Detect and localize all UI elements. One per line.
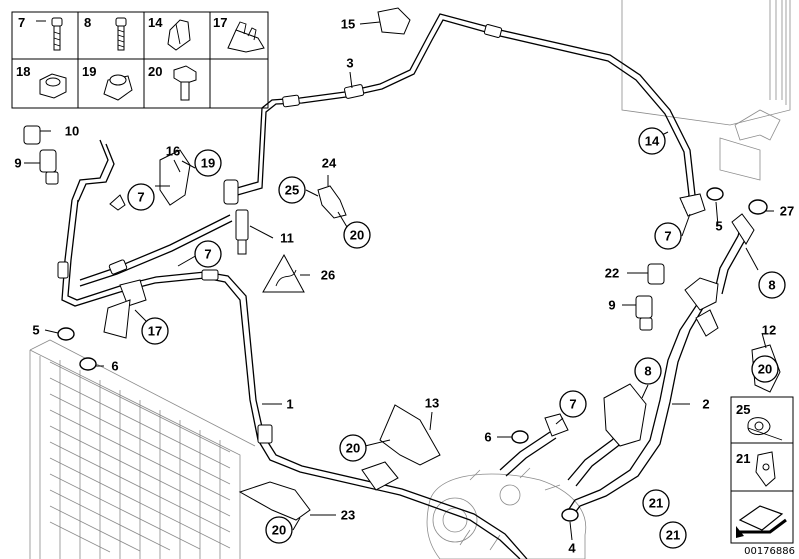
callout-23: 23 <box>341 508 355 523</box>
callout-22: 22 <box>605 266 619 281</box>
callout-5a: 5 <box>32 323 39 338</box>
plain-callouts: 9 10 16 24 11 26 5 6 1 15 3 5 27 12 9 22… <box>14 17 794 556</box>
callout-15: 15 <box>341 17 355 32</box>
clip-17-icon <box>227 21 265 53</box>
legend-label-21: 21 <box>736 451 750 466</box>
callout-3: 3 <box>346 56 353 71</box>
callout-11: 11 <box>280 231 294 246</box>
callout-9b: 9 <box>608 298 615 313</box>
callout-9a: 9 <box>14 156 21 171</box>
callout-17: 17 <box>148 324 162 339</box>
legend-bottom-right: 25 21 <box>730 396 794 544</box>
callout-7d: 7 <box>569 397 576 412</box>
callout-20b: 20 <box>272 523 286 538</box>
callout-18a: 19 <box>201 156 215 171</box>
nut-19-icon <box>103 74 133 101</box>
callout-6b: 6 <box>484 430 491 445</box>
callout-4: 4 <box>568 541 576 556</box>
callout-20c-label: 21 <box>666 528 680 543</box>
direction-arrow-icon <box>736 505 787 538</box>
fittings <box>23 7 781 522</box>
bolt-20-icon <box>173 65 197 101</box>
callout-25: 25 <box>285 183 299 198</box>
callout-7c: 7 <box>664 229 671 244</box>
callout-26: 26 <box>321 268 335 283</box>
callout-7a: 7 <box>137 190 144 205</box>
legend-label-14: 14 <box>148 15 163 30</box>
callout-13: 13 <box>425 396 439 411</box>
legend-label-18: 18 <box>16 64 30 79</box>
clip-14-icon <box>167 19 191 51</box>
callout-10: 10 <box>65 124 79 139</box>
legend-top-left: 7 8 14 17 18 19 20 <box>11 11 269 109</box>
callout-14: 14 <box>645 134 660 149</box>
callout-19: 20 <box>758 362 772 377</box>
legend-label-19: 19 <box>82 64 96 79</box>
callout-7b: 7 <box>204 247 211 262</box>
compressor-ghost <box>426 467 587 559</box>
callout-27: 27 <box>780 204 794 219</box>
callout-8b: 8 <box>644 364 651 379</box>
callout-5b: 5 <box>715 219 722 234</box>
callout-6a: 6 <box>111 359 118 374</box>
bolt-7-icon <box>51 17 63 51</box>
nut-18-icon <box>39 73 67 99</box>
legend-label-7: 7 <box>18 15 25 30</box>
callout-2: 2 <box>702 397 709 412</box>
condenser-ghost <box>29 339 256 559</box>
evaporator-ghost <box>621 0 791 181</box>
legend-label-25: 25 <box>736 402 750 417</box>
callout-21: 21 <box>649 496 663 511</box>
legend-label-17: 17 <box>213 15 227 30</box>
callout-12: 12 <box>762 323 776 338</box>
callout-1: 1 <box>286 397 293 412</box>
bracket-21-icon <box>755 451 776 487</box>
callout-8a: 8 <box>768 278 775 293</box>
circled-callouts: 7 19 25 20 7 17 14 7 8 20 8 7 20 21 21 2… <box>127 127 786 549</box>
callout-20a: 20 <box>346 441 360 456</box>
callout-16: 16 <box>166 144 180 159</box>
pipe-lines <box>61 13 751 559</box>
callout-24: 24 <box>322 156 337 171</box>
legend-label-20: 20 <box>148 64 162 79</box>
clamp-25-icon <box>747 417 783 441</box>
reference-number: 00176886 <box>744 546 795 557</box>
legend-label-8: 8 <box>84 15 91 30</box>
callout-18b: 20 <box>350 228 364 243</box>
bolt-8-icon <box>115 17 127 51</box>
